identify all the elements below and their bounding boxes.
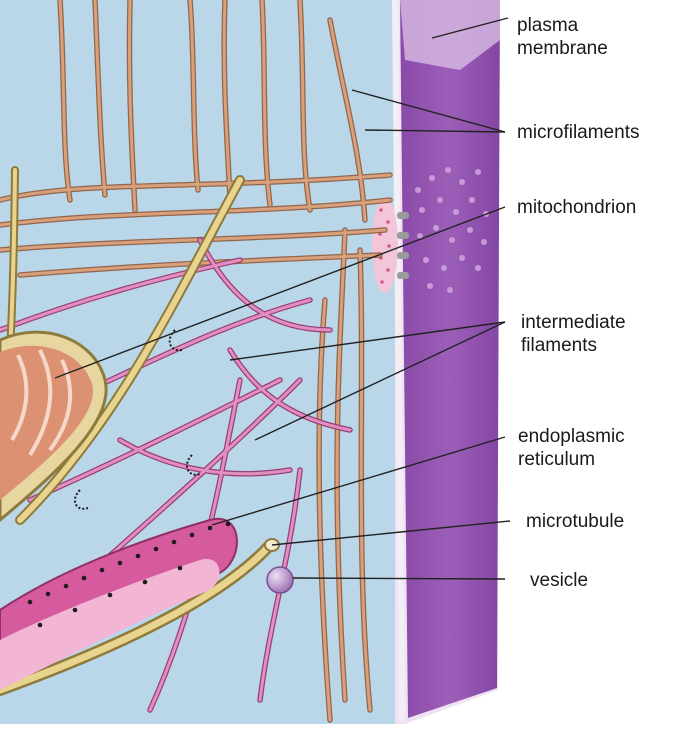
label-plasma-membrane: plasma membrane: [517, 14, 608, 60]
label-vesicle: vesicle: [530, 569, 588, 592]
label-intermediate-filaments: intermediate filaments: [521, 311, 626, 357]
label-endoplasmic-reticulum: endoplasmic reticulum: [518, 425, 625, 471]
label-microtubule: microtubule: [526, 510, 624, 533]
label-mitochondrion: mitochondrion: [517, 196, 636, 219]
label-microfilaments: microfilaments: [517, 121, 639, 144]
label-plasma-membrane-line1: plasma: [517, 14, 608, 37]
label-plasma-membrane-line2: membrane: [517, 37, 608, 60]
vesicle-shape: [267, 567, 293, 593]
label-intermediate-filaments-line2: filaments: [521, 334, 626, 357]
label-endoplasmic-reticulum-line1: endoplasmic: [518, 425, 625, 448]
label-endoplasmic-reticulum-line2: reticulum: [518, 448, 625, 471]
label-intermediate-filaments-line1: intermediate: [521, 311, 626, 334]
junction-plaque: [372, 197, 398, 293]
